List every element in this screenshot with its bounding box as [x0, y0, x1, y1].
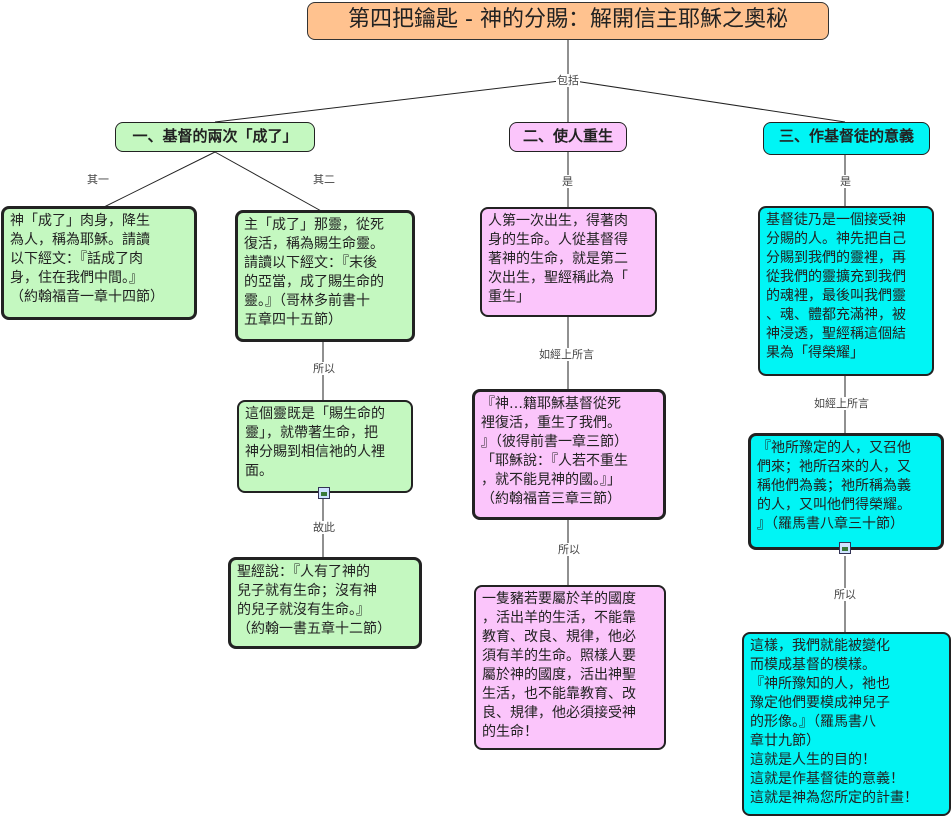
link-label-2a: 是 — [561, 175, 574, 188]
image-icon[interactable] — [839, 542, 851, 554]
heading-branch-2: 二、使人重生 — [509, 122, 627, 152]
node-3a: 基督徒乃是一個接受神 分賜的人。神先把自己 分賜到我們的靈裡，再 從我們的靈擴充… — [758, 206, 934, 376]
link-label-1b: 其二 — [312, 173, 336, 186]
link-label-1d: 故此 — [312, 521, 336, 534]
node-2a: 人第一次出生，得著肉 身的生命。人從基督得 著神的生命，就是第二 次出生，聖經稱… — [480, 207, 657, 317]
node-1a: 神「成了」肉身，降生 為人，稱為耶穌。請讀 以下經文：『話成了肉 身，住在我們中… — [1, 206, 197, 320]
link-label-2c: 所以 — [557, 543, 581, 556]
heading-branch-3: 三、作基督徒的意義 — [763, 122, 930, 155]
node-3b: 『祂所豫定的人，又召他 們來；祂所召來的人，又 稱他們為義；祂所稱為義 的人，又… — [748, 433, 944, 550]
heading-branch-1: 一、基督的兩次「成了」 — [115, 122, 315, 152]
node-3c: 這樣，我們就能被變化 而模成基督的模樣。 『神所豫知的人，祂也 豫定他們要模成神… — [742, 632, 951, 816]
map-title: 第四把鑰匙 - 神的分賜：解開信主耶穌之奧秘 — [307, 2, 829, 40]
node-2c: 一隻豬若要屬於羊的國度 ，活出羊的生活，不能靠 教育、改良、規律，他必 須有羊的… — [474, 585, 666, 750]
image-icon[interactable] — [318, 487, 330, 499]
link-label-root: 包括 — [556, 74, 580, 87]
node-1b: 主「成了」那靈，從死 復活，稱為賜生命靈。 請讀以下經文：『末後 的亞當，成了賜… — [235, 210, 415, 342]
link-label-1a: 其一 — [86, 173, 110, 186]
link-label-2b: 如經上所言 — [538, 348, 595, 361]
link-label-1c: 所以 — [312, 362, 336, 375]
node-2b: 『神…籍耶穌基督從死 裡復活，重生了我們。 』（彼得前書一章三節） 「耶穌說：『… — [472, 389, 666, 520]
link-label-3c: 所以 — [833, 588, 857, 601]
node-1c: 這個靈既是「賜生命的 靈」，就帶著生命，把 神分賜到相信祂的人裡 面。 — [237, 400, 413, 493]
link-label-3a: 是 — [839, 175, 852, 188]
node-1d: 聖經說：『人有了神的 兒子就有生命；沒有神 的兒子就沒有生命。』 （約翰一書五章… — [228, 557, 422, 649]
link-label-3b: 如經上所言 — [813, 397, 870, 410]
